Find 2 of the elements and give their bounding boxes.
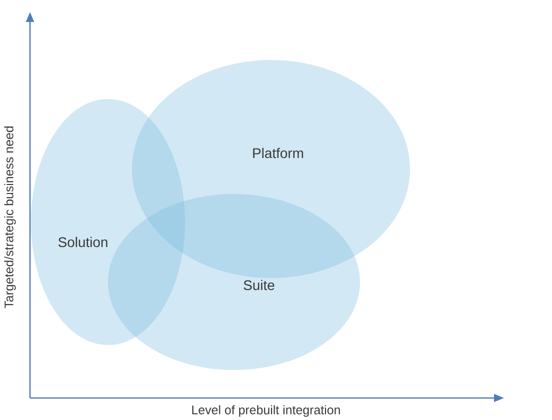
axis-label: Level of prebuilt integration	[192, 405, 340, 417]
axis-label: Targeted/strategic business need	[4, 126, 16, 308]
